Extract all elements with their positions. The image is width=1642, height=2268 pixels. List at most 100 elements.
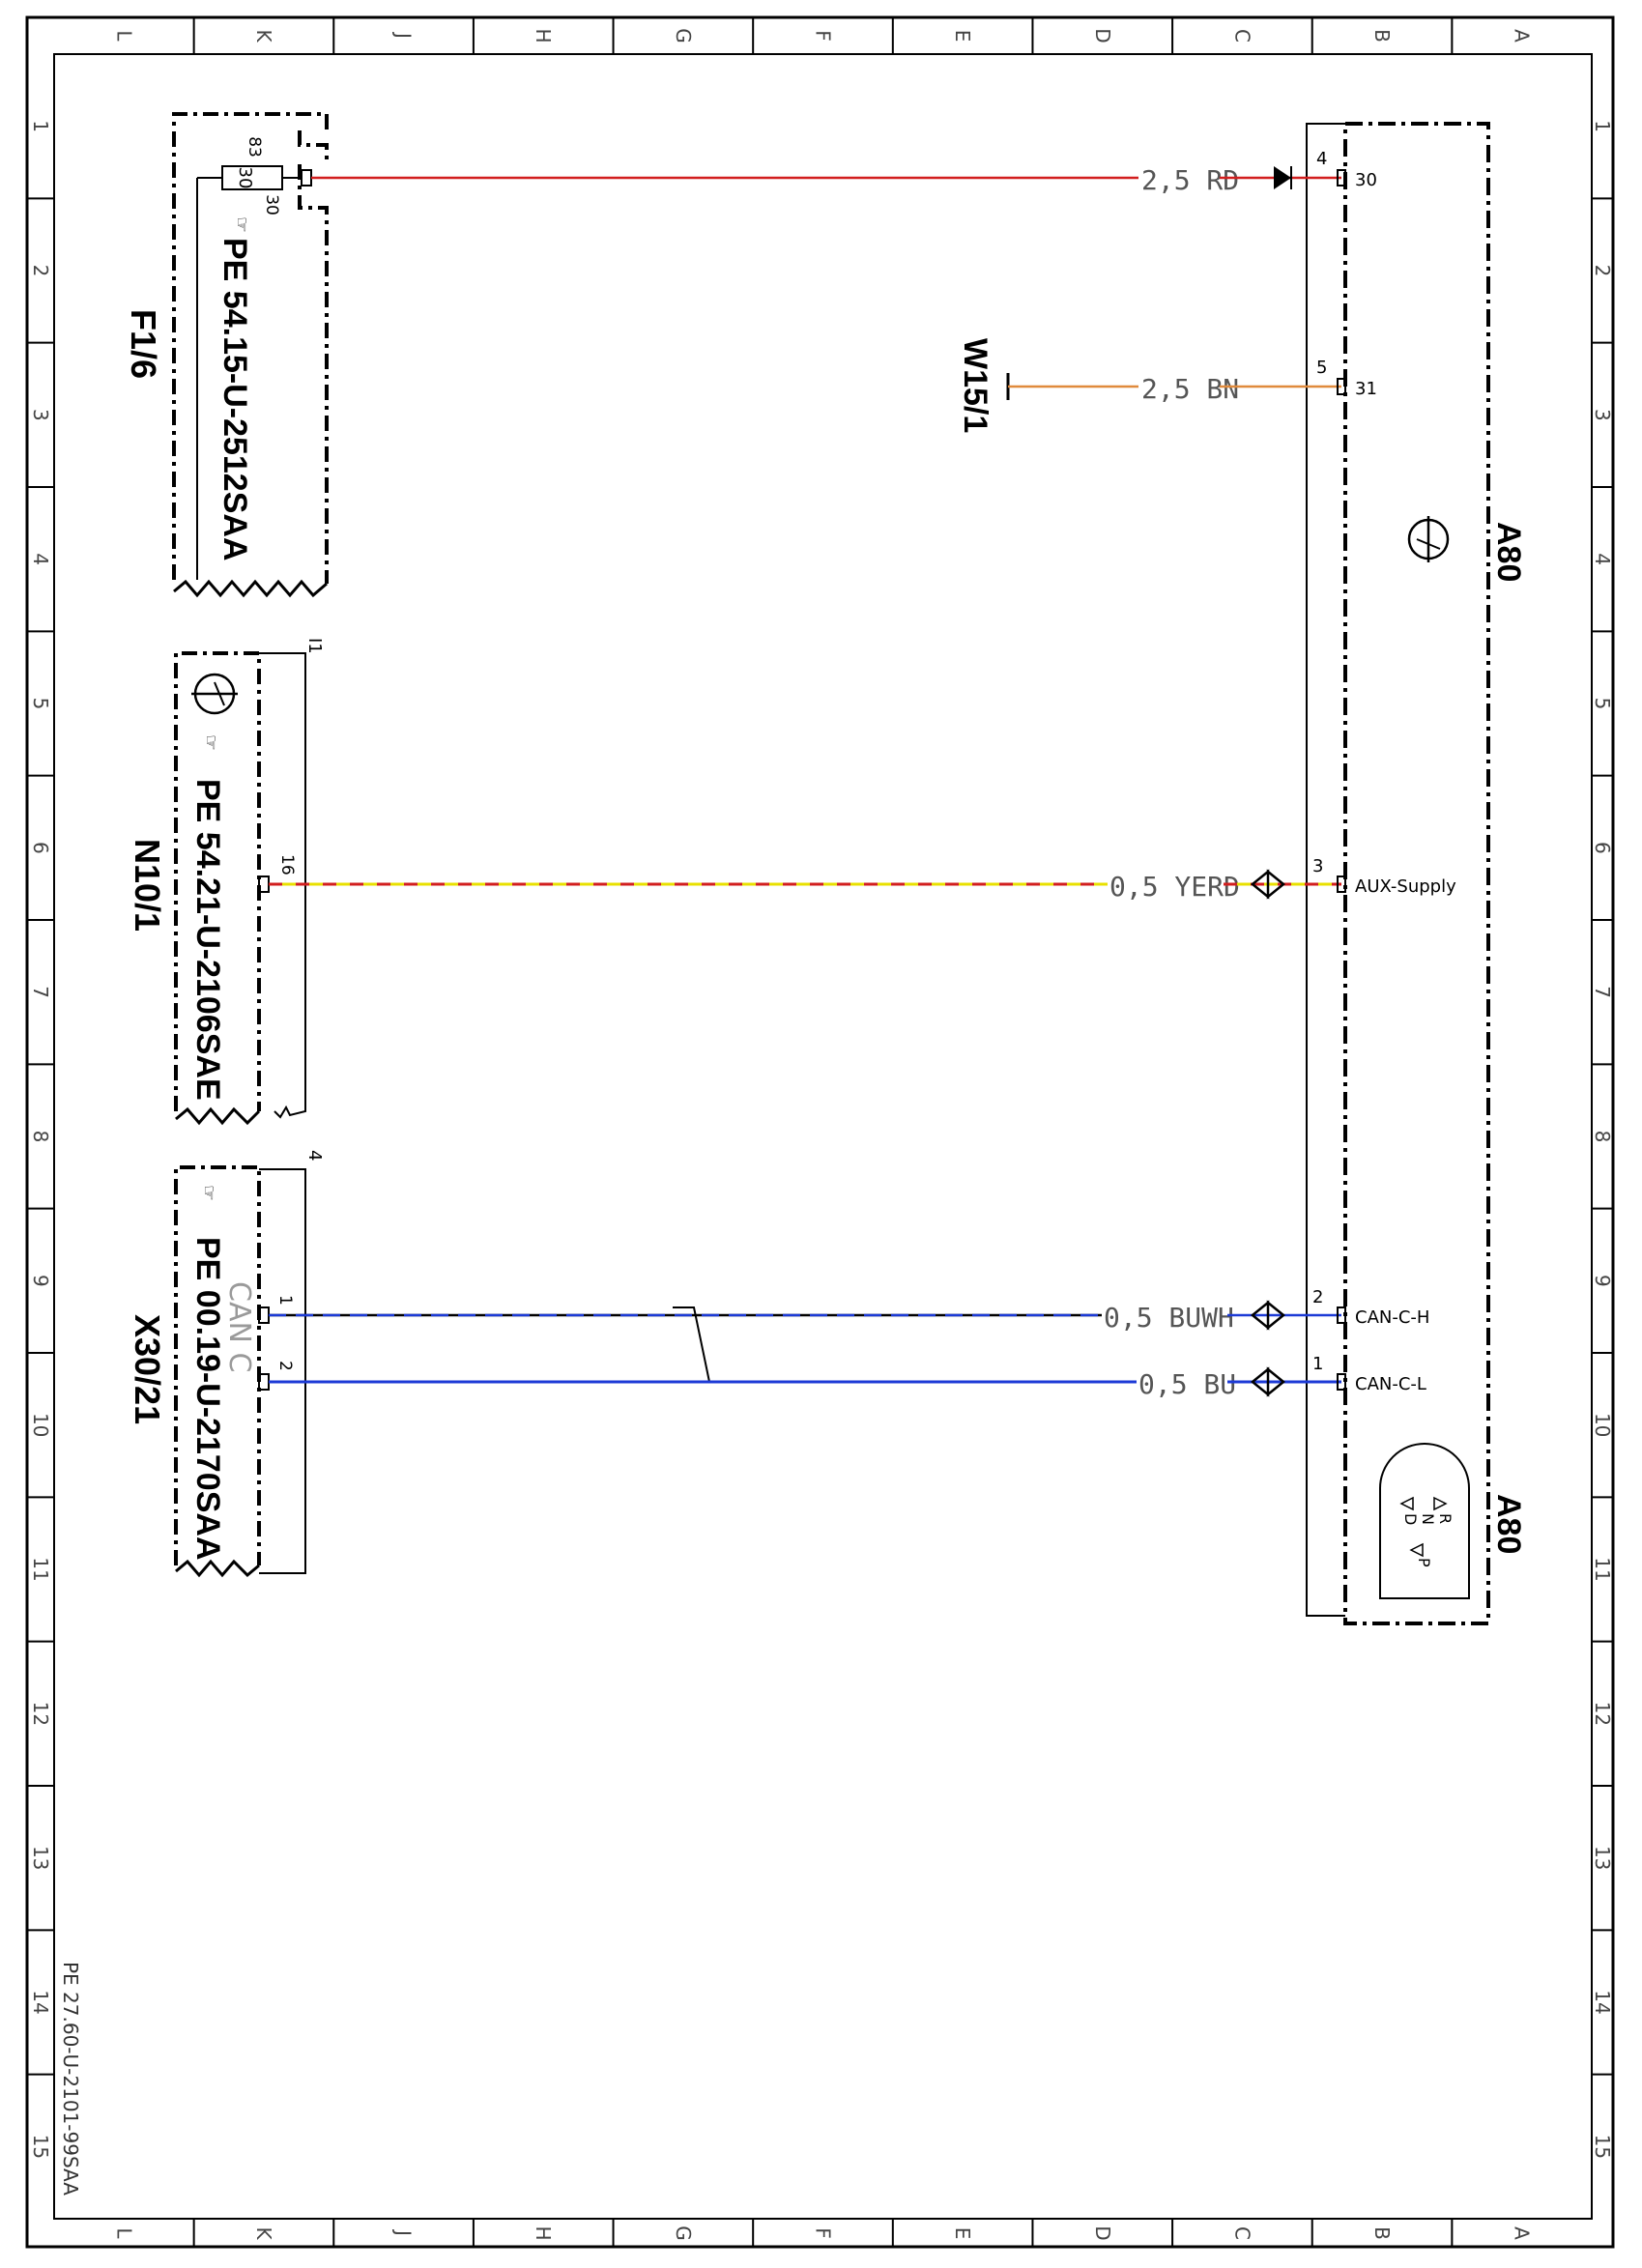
module-n10-pin: 16 [277, 854, 297, 876]
row-label: 15 [1591, 2135, 1614, 2159]
column-label: H [532, 2225, 555, 2240]
wire-4-label[interactable]: 0,5 BUWH [1104, 1302, 1234, 1334]
module-a80[interactable]: A80 A80 R N D P [1306, 122, 1527, 1625]
column-label: K [252, 29, 275, 43]
wire-5-bidirectional-arrow [1251, 1366, 1285, 1397]
row-label: 11 [1591, 1557, 1614, 1581]
ground-w15-1[interactable]: W15/1 [957, 338, 1010, 433]
row-label: 12 [1591, 1702, 1614, 1726]
wire-2[interactable]: 2,5 BN 5 31 [1008, 358, 1377, 405]
wire-1-direction-arrow [1274, 166, 1291, 189]
fuse-box-break-line [173, 579, 328, 598]
wire-5[interactable]: 0,5 BU 1 CAN-C-L [269, 1354, 1426, 1400]
row-label: 5 [1591, 698, 1614, 710]
row-label: 13 [1591, 1846, 1614, 1870]
column-label: L [112, 30, 135, 42]
column-label: C [1230, 2226, 1253, 2240]
inner-frame [53, 53, 1593, 2220]
gear-n-label: N [1419, 1513, 1437, 1525]
gear-d-label: D [1401, 1513, 1420, 1525]
module-n10-name: N10/1 [128, 839, 167, 932]
wire-1[interactable]: 2,5 RD 4 30 [311, 149, 1377, 196]
reference-hand-icon[interactable]: ☞ [200, 734, 221, 751]
wire-3-label[interactable]: 0,5 YERD [1109, 871, 1240, 903]
row-label: 11 [29, 1557, 52, 1581]
column-label: B [1370, 29, 1394, 43]
connector-x30-21[interactable]: 4 ☞ PE 00.19-U-2170SAA CAN C X30/21 1 2 [128, 1150, 731, 1578]
module-a80-outline [1343, 122, 1490, 1625]
control-unit-icon [191, 673, 238, 715]
row-label: 6 [29, 842, 52, 854]
gear-r-label: R [1436, 1513, 1455, 1524]
document-reference: PE 27.60-U-2101-99SAA [59, 1962, 82, 2196]
column-label: A [1511, 29, 1534, 43]
row-label: 7 [29, 986, 52, 998]
wire-3-pin: 3 [1312, 856, 1323, 876]
reference-hand-icon[interactable]: ☞ [231, 216, 252, 233]
wire-1-pin: 4 [1316, 149, 1327, 169]
row-label: 2 [29, 265, 52, 277]
row-label: 10 [29, 1413, 52, 1437]
wire-4-bidirectional-arrow [1251, 1300, 1285, 1331]
column-label: G [672, 2225, 695, 2241]
column-label: J [392, 2228, 416, 2236]
wire-4[interactable]: 0,5 BUWH 2 CAN-C-H [269, 1287, 1429, 1334]
column-label: E [951, 30, 974, 43]
module-a80-name-bottom: A80 [1490, 1494, 1527, 1554]
fuse-box-f1-6[interactable]: 30 83 30 ☞ PE 54.15-U-2512SAA F1/6 [124, 112, 329, 598]
row-label: 2 [1591, 265, 1614, 277]
row-label: 7 [1591, 986, 1614, 998]
row-label: 10 [1591, 1413, 1614, 1437]
column-label: F [812, 2227, 835, 2239]
row-label: 9 [29, 1275, 52, 1287]
fuse-box-outline [172, 112, 329, 584]
fuse-box-pin-terminal [301, 169, 312, 187]
connector-x30-name: X30/21 [128, 1314, 167, 1424]
module-n10-reference[interactable]: PE 54.21-U-2106SAE [189, 779, 226, 1101]
connector-x30-marker: 4 [304, 1150, 325, 1161]
fuse-box-reference[interactable]: PE 54.15-U-2512SAA [216, 238, 253, 561]
column-label: L [112, 2227, 135, 2239]
column-label: E [951, 2227, 974, 2240]
wire-3-bidirectional-arrow [1251, 869, 1285, 900]
wire-1-terminal [1337, 169, 1346, 187]
module-n10-1[interactable]: I1 ☞ PE 54.21-U-2106SAE N10/1 16 [128, 638, 325, 1126]
gear-selector-icon: R N D P [1379, 1443, 1470, 1599]
column-label: H [532, 28, 555, 43]
column-label: F [812, 30, 835, 42]
column-label: D [1091, 28, 1114, 43]
module-n10-break-line [175, 1106, 261, 1126]
wire-1-label[interactable]: 2,5 RD [1141, 164, 1239, 196]
wire-2-pin: 5 [1316, 358, 1327, 378]
connector-x30-pin2: 2 [275, 1361, 295, 1371]
row-label: 14 [1591, 1990, 1614, 2014]
wire-3[interactable]: 0,5 YERD 3 AUX-Supply [269, 856, 1456, 903]
row-label: 3 [29, 409, 52, 421]
column-label: G [672, 28, 695, 43]
column-label: D [1091, 2225, 1114, 2240]
control-unit-icon [1407, 516, 1450, 562]
wire-3-signal: AUX-Supply [1355, 876, 1456, 897]
connector-x30-reference[interactable]: PE 00.19-U-2170SAA [189, 1237, 226, 1561]
fuse-pin-in: 83 [245, 136, 264, 158]
wire-2-label[interactable]: 2,5 BN [1141, 373, 1239, 405]
outer-frame [25, 15, 1615, 2249]
wire-5-signal: CAN-C-L [1355, 1374, 1426, 1394]
row-label: 8 [1591, 1131, 1614, 1143]
row-label: 4 [29, 553, 52, 565]
row-label: 15 [29, 2135, 52, 2159]
wire-5-label[interactable]: 0,5 BU [1138, 1368, 1236, 1400]
ground-name: W15/1 [957, 338, 994, 433]
wire-2-signal: 31 [1355, 379, 1377, 399]
wire-2-terminal [1337, 378, 1346, 395]
gear-p-label: P [1415, 1558, 1433, 1567]
column-label: J [392, 31, 416, 39]
row-label: 13 [29, 1846, 52, 1870]
row-label: 5 [29, 698, 52, 710]
connector-x30-shield-line [259, 1168, 306, 1574]
wire-4-pin: 2 [1312, 1287, 1323, 1307]
connector-x30-outline [174, 1165, 261, 1565]
reference-hand-icon[interactable]: ☞ [198, 1185, 219, 1201]
